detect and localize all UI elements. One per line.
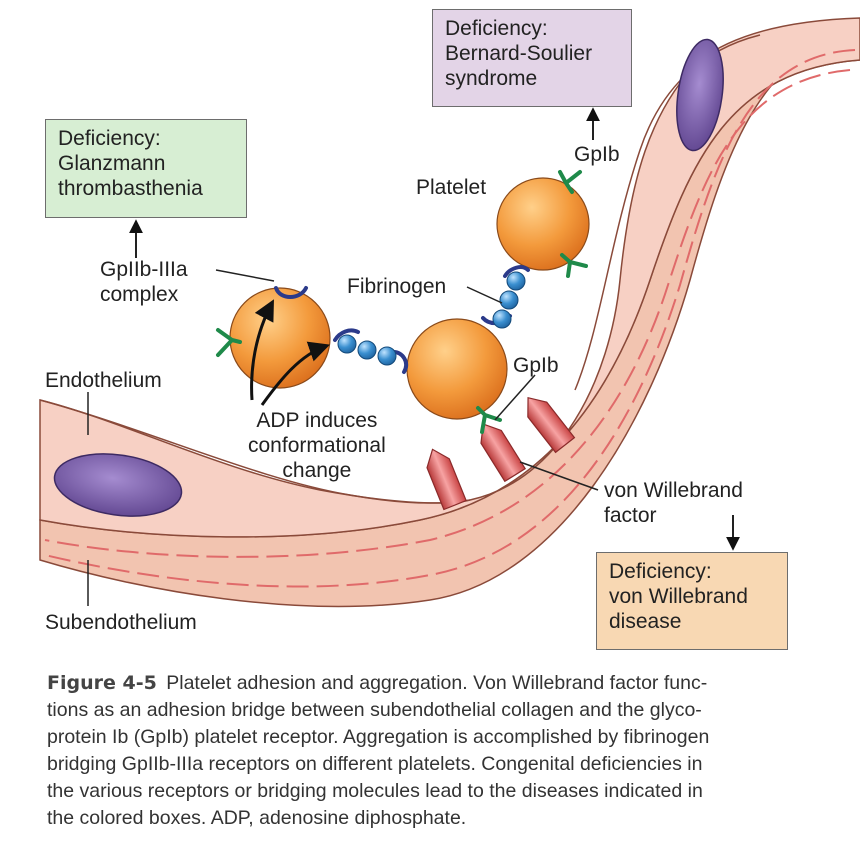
von-willebrand-disease-box: Deficiency: von Willebrand disease xyxy=(596,552,788,650)
vwf-line-1: von Willebrand xyxy=(604,479,743,502)
bernard-soulier-deficiency-box: Deficiency: Bernard-Soulier syndrome xyxy=(432,9,632,107)
vwd-line-3: disease xyxy=(609,610,682,633)
bernard-line-1: Deficiency: xyxy=(445,17,548,40)
nucleus-right xyxy=(676,38,724,152)
vwf-line-2: factor xyxy=(604,504,657,527)
subendothelium-label: Subendothelium xyxy=(45,611,197,634)
fibrinogen-chain-vertical xyxy=(492,271,526,329)
vwd-line-2: von Willebrand xyxy=(609,585,748,608)
platelet-adhesion-diagram xyxy=(39,17,860,608)
platelet-middle xyxy=(406,318,508,420)
caption-line-6: the colored boxes. ADP, adenosine diphos… xyxy=(47,807,467,829)
figure-caption: Figure 4-5 Platelet adhesion and aggrega… xyxy=(47,670,817,832)
bernard-line-3: syndrome xyxy=(445,67,538,90)
adp-arrows xyxy=(250,299,330,406)
gpiib-label-line-2: complex xyxy=(100,283,179,306)
leader-lines xyxy=(87,107,740,606)
caption-line-3: protein Ib (GpIb) platelet receptor. Agg… xyxy=(47,726,710,748)
caption-line-4: bridging GpIIb-IIIa receptors on differe… xyxy=(47,753,703,775)
caption-line-5: the various receptors or bridging molecu… xyxy=(47,780,703,802)
glanzmann-line-2: Glanzmann xyxy=(58,152,166,175)
adp-line-3: change xyxy=(282,459,352,482)
platelet-top xyxy=(496,177,590,271)
caption-line-1: Figure 4-5 Platelet adhesion and aggrega… xyxy=(47,670,817,697)
gpiib-iiia-label: GpIIb-IIIa complex xyxy=(100,257,188,307)
platelet-label: Platelet xyxy=(416,176,487,199)
endothelium-label: Endothelium xyxy=(45,369,162,392)
fibrinogen-label: Fibrinogen xyxy=(347,275,447,298)
nucleus-left xyxy=(53,453,183,517)
glanzmann-line-3: thrombasthenia xyxy=(58,177,203,200)
caption-line-2: tions as an adhesion bridge between sube… xyxy=(47,699,702,721)
glanzmann-deficiency-box: Deficiency: Glanzmann thrombasthenia xyxy=(45,119,247,218)
figure-number: Figure 4-5 xyxy=(47,672,157,694)
adp-line-2: conformational xyxy=(248,434,386,457)
gpib-top-label: GpIb xyxy=(574,143,620,166)
vessel-wall xyxy=(39,17,860,608)
caption-text-1: Platelet adhesion and aggregation. Von W… xyxy=(166,672,708,694)
bernard-line-2: Bernard-Soulier xyxy=(445,42,593,65)
von-willebrand-factor-pegs xyxy=(426,396,576,511)
von-willebrand-factor-label: von Willebrand factor xyxy=(604,478,743,528)
gpiib-label-line-1: GpIIb-IIIa xyxy=(100,258,188,281)
adp-label: ADP induces conformational change xyxy=(248,408,386,483)
gpib-receptors xyxy=(216,170,588,434)
vwd-line-1: Deficiency: xyxy=(609,560,712,583)
adp-line-1: ADP induces xyxy=(256,409,378,432)
gpib-middle-label: GpIb xyxy=(513,354,559,377)
glanzmann-line-1: Deficiency: xyxy=(58,127,161,150)
fibrinogen-chain-horizontal xyxy=(337,334,397,366)
platelet-left xyxy=(229,287,331,389)
